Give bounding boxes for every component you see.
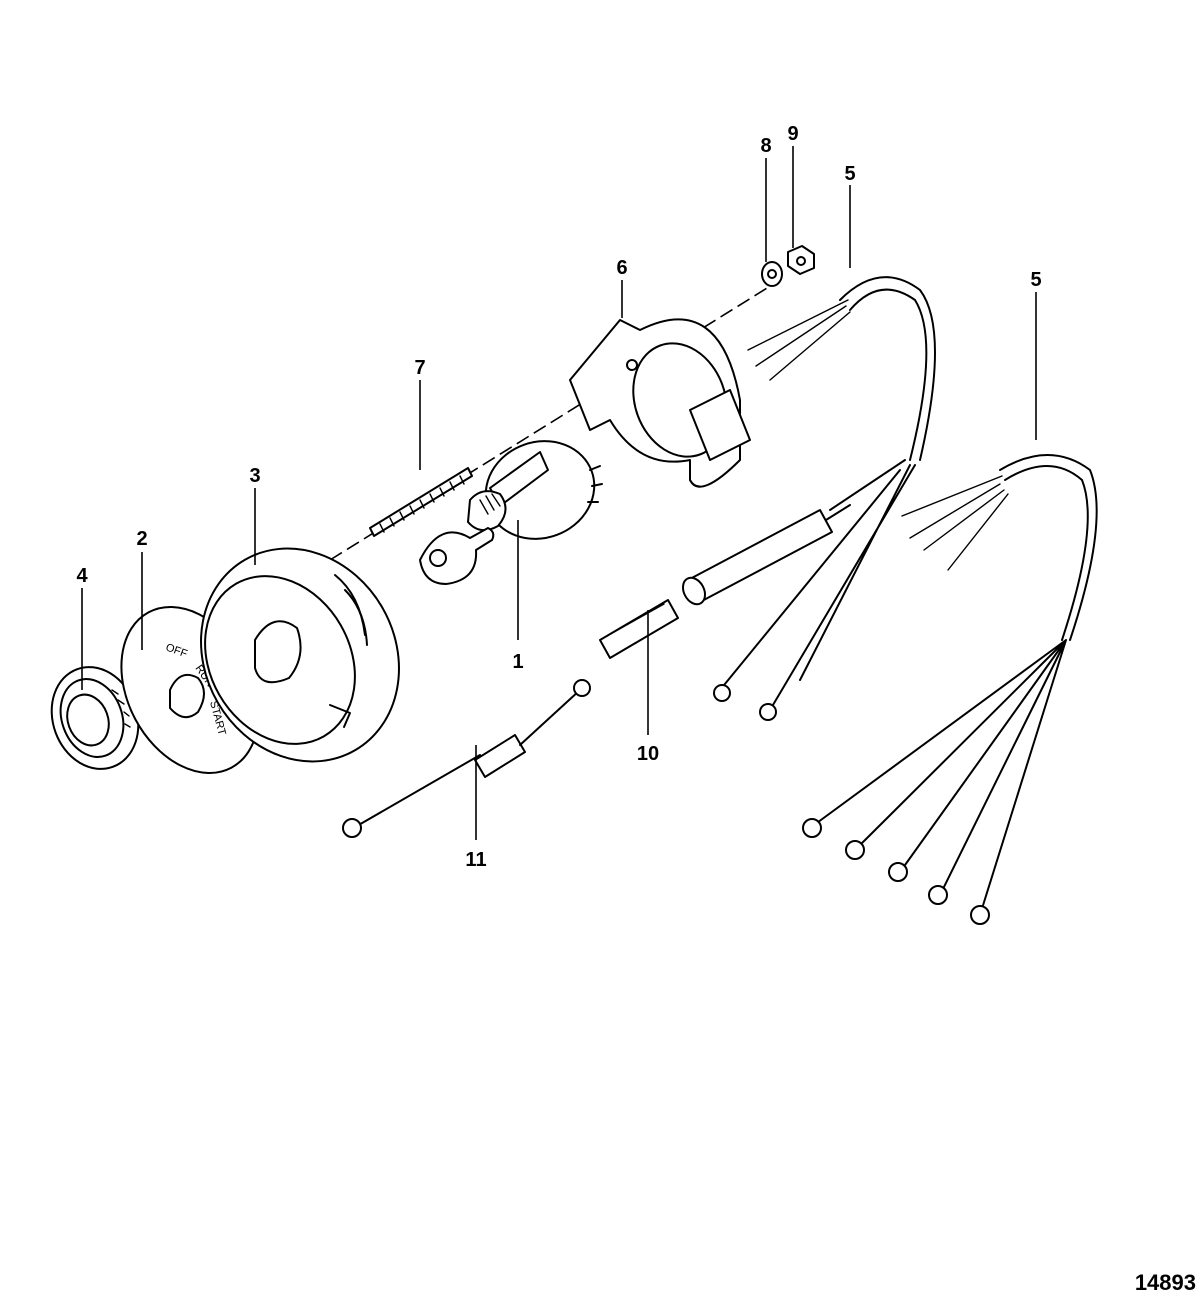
wire-harness-upper: [713, 276, 936, 721]
callout-1: 1: [512, 651, 523, 673]
callout-11: 11: [465, 849, 486, 871]
figure-number: 14893: [1135, 1270, 1196, 1295]
callout-4: 4: [76, 565, 88, 587]
callout-6: 6: [616, 257, 627, 279]
fuse-holder: [681, 504, 851, 606]
callout-5b: 5: [1030, 269, 1041, 291]
fuse-lead: [342, 679, 591, 838]
lock-washer: [761, 261, 783, 287]
hex-nut: [787, 245, 815, 275]
callout-8: 8: [760, 135, 771, 157]
callout-5a: 5: [844, 163, 855, 185]
ignition-switch: [419, 440, 603, 585]
threaded-stud: [369, 467, 473, 537]
mounting-bracket: [569, 318, 751, 488]
wire-harness-lower: [802, 454, 1098, 925]
callout-2: 2: [136, 528, 147, 550]
callout-10: 10: [637, 743, 659, 765]
switch-housing: [200, 547, 400, 763]
callout-3: 3: [249, 465, 260, 487]
key-icon: [419, 527, 495, 585]
callout-7: 7: [414, 357, 425, 379]
fuse: [599, 599, 679, 659]
callout-9: 9: [787, 123, 798, 145]
